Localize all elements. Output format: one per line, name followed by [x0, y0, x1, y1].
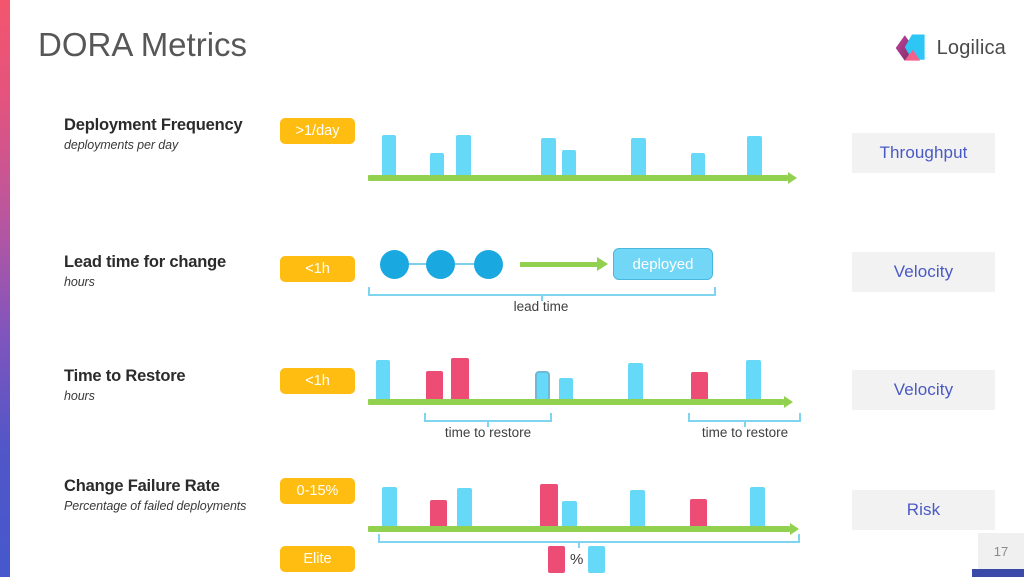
brand-logo: Logilica [894, 30, 1006, 66]
metric-title: Lead time for change [64, 253, 226, 271]
lead-time-caption: lead time [513, 299, 569, 314]
row-label-group: Time to Restore hours [64, 367, 186, 403]
bar-restored [535, 371, 550, 402]
bar-failure [691, 372, 708, 402]
metric-subtitle: hours [64, 389, 95, 403]
metric-subtitle: Percentage of failed deployments [64, 499, 247, 513]
time-to-restore-bracket-tick [744, 420, 746, 427]
metric-title: Deployment Frequency [64, 116, 243, 134]
bar [382, 135, 396, 178]
bar-failure [426, 371, 443, 402]
bar [559, 378, 573, 402]
flow-arrow [520, 262, 598, 267]
bar [747, 136, 762, 178]
metric-subtitle: deployments per day [64, 138, 179, 152]
bar-failure [540, 484, 558, 529]
target-badge: <1h [280, 256, 355, 282]
category-badge-velocity: Velocity [852, 252, 995, 292]
bar [562, 501, 577, 529]
timeline-axis-arrowhead [790, 523, 799, 535]
bar-failure [451, 358, 469, 402]
bar [631, 138, 646, 178]
commit-node [380, 250, 409, 279]
metric-subtitle: hours [64, 275, 95, 289]
deployment-frequency-chart [368, 116, 803, 186]
bar [541, 138, 556, 178]
legend-swatch-failures [548, 546, 565, 573]
category-badge-velocity: Velocity [852, 370, 995, 410]
metric-title: Time to Restore [64, 367, 186, 385]
commit-node [474, 250, 503, 279]
target-badge: 0-15% [280, 478, 355, 504]
category-badge-throughput: Throughput [852, 133, 995, 173]
timeline-axis-arrowhead [788, 172, 797, 184]
page-title: DORA Metrics [38, 26, 248, 63]
bar [376, 360, 390, 402]
footer-accent-bar [972, 569, 1024, 577]
deployed-pill: deployed [613, 248, 713, 280]
bar [457, 488, 472, 529]
row-label-group: Lead time for change hours [64, 253, 226, 289]
target-badge: <1h [280, 368, 355, 394]
bar [562, 150, 576, 178]
bar [746, 360, 761, 402]
timeline-axis [368, 399, 784, 405]
bar [430, 153, 444, 178]
flow-arrow-head [597, 257, 608, 271]
change-failure-rate-chart: % [368, 472, 808, 577]
failure-rate-bracket-tick [578, 541, 580, 548]
legend-swatch-deployments [588, 546, 606, 573]
time-to-restore-bracket-tick [487, 420, 489, 427]
time-to-restore-chart: time to restore time to restore [368, 340, 808, 440]
bar [456, 135, 471, 178]
bar [630, 490, 645, 529]
failure-rate-bracket [378, 534, 800, 543]
failure-rate-legend: % [548, 546, 606, 573]
category-badge-risk: Risk [852, 490, 995, 530]
metric-title: Change Failure Rate [64, 477, 220, 495]
row-label-group: Deployment Frequency deployments per day [64, 116, 243, 152]
logilica-logo-icon [895, 34, 925, 61]
timeline-axis [368, 526, 790, 532]
bar-failure [430, 500, 447, 529]
bar [628, 363, 643, 402]
time-to-restore-caption: time to restore [444, 425, 532, 440]
lead-time-bracket-tick [541, 294, 543, 301]
page-number: 17 [978, 533, 1024, 569]
brand-name: Logilica [936, 36, 1006, 59]
legend-operator: % [570, 551, 584, 568]
timeline-axis [368, 175, 788, 181]
row-label-group: Change Failure Rate Percentage of failed… [64, 477, 246, 513]
lead-time-chart: deployed lead time [368, 245, 803, 315]
bar [382, 487, 397, 529]
bar-failure [690, 499, 707, 529]
timeline-axis-arrowhead [784, 396, 793, 408]
target-badge: >1/day [280, 118, 355, 144]
bar [691, 153, 705, 178]
commit-node [426, 250, 455, 279]
rating-badge-elite: Elite [280, 546, 355, 572]
left-gradient-stripe [0, 0, 10, 577]
bar [750, 487, 765, 529]
time-to-restore-caption: time to restore [701, 425, 789, 440]
